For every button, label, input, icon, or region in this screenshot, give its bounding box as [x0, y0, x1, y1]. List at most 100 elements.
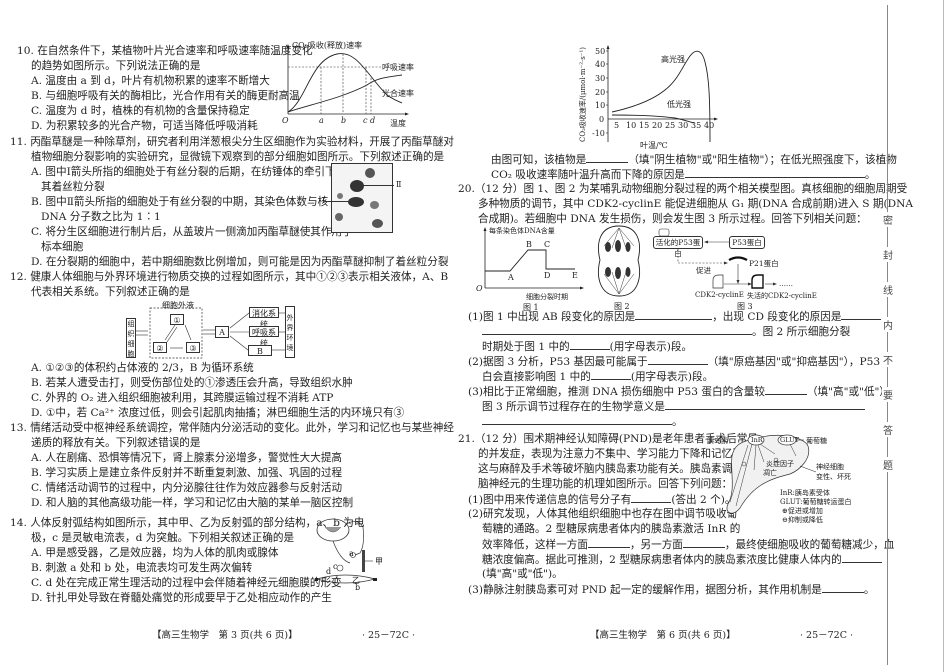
- q20-fig1-point-e: E: [572, 271, 578, 280]
- q13-option-a: A. 人在剧痛、恐惧等情况下，肾上腺素分泌增多，警觉性大大提高: [31, 452, 343, 464]
- seal-char: 封: [882, 247, 894, 262]
- q19-xtick-40: 40: [704, 121, 715, 130]
- q10-chart-origin: O: [282, 116, 289, 125]
- q19-text-a: 由图可知，该植物是: [491, 154, 587, 166]
- answer-blank[interactable]: [841, 553, 882, 563]
- q19-xtick-25: 25: [665, 121, 676, 130]
- q20-s1-text-a: (1)图 1 中出现 AB 段变化的原因是: [468, 311, 636, 323]
- answer-blank[interactable]: [482, 325, 752, 335]
- q19-xtick-20: 20: [652, 121, 663, 130]
- q20-s2-text-c: 白会直接影响图 1 中的: [482, 371, 591, 383]
- answer-blank[interactable]: [764, 385, 807, 395]
- q19-text-b: （填"阴生植物"或"阳生植物"）；在低光照强度下，该植物: [628, 154, 897, 166]
- q20-fig1-point-b: B: [526, 240, 532, 249]
- q21-insulin-label: 胰岛素: [707, 437, 728, 445]
- q12-stem: 12. 健康人体细胞与外界环境进行物质交换的过程如图所示，其中①②③表示相关液体…: [10, 271, 449, 283]
- answer-blank[interactable]: [821, 583, 864, 593]
- q11-option-b-cont: DNA 分子数之比为 1∶1: [41, 211, 161, 223]
- q20-figure-2-cell-division: 图 2: [594, 224, 644, 311]
- q20-s1-text-b: ，出现 CD 段变化的原因是: [712, 311, 842, 323]
- right-page-footer-code: · 25－72C ·: [800, 630, 854, 641]
- q20-s3-text-b: （填"高"或"低"）。: [806, 386, 896, 398]
- q14-option-b: B. 刺激 a 处和 b 处，电流表均可发生两次偏转: [31, 562, 253, 574]
- answer-blank[interactable]: [482, 415, 672, 425]
- q20-fig3-caption: 图 3: [737, 302, 753, 311]
- q20-sub3-line2: 图 3 所示调节过程存在的生物学意义是: [482, 400, 865, 414]
- q12-fluid-3: ③: [186, 342, 200, 353]
- q20-s2-text-b: （填"原癌基因"或"抑癌基因"），P53 蛋: [707, 356, 895, 368]
- q21-degeneration-label: 变性、坏死: [816, 473, 851, 481]
- q14-label-yi: 乙: [352, 576, 360, 585]
- q10-curve-respiration-label: 呼吸速率: [382, 63, 414, 72]
- q11-label-i: Ⅰ: [322, 196, 326, 205]
- q19-question-line1: 由图可知，该植物是 （填"阴生植物"或"阳生植物"）；在低光照强度下，该植物: [491, 153, 897, 167]
- q21-s2-text-f: 糖浓度偏高。据此可推测，2 型糖尿病患者体内的胰岛素浓度比健康人体内的: [482, 554, 842, 566]
- q12-option-d: D. ①中，若 Ca²⁺ 浓度过低，则会引起肌肉抽搐；淋巴细胞生活的内环境只有③: [31, 407, 405, 419]
- q10-stem-cont: 的趋势如图所示。下列说法正确的是: [31, 60, 201, 72]
- q21-sub2-line3: 效率降低，这样一方面，另一方面，最终使细胞吸收的葡萄糖减少，血: [482, 538, 894, 552]
- q20-fig1-ylabel: 每条染色体DNA含量: [489, 227, 555, 235]
- q20-s3-text-d: 。: [672, 416, 683, 428]
- q19-question-line2: CO₂ 吸收速率随叶温升高而下降的原因是 。: [491, 168, 876, 182]
- q19-chart-xlabel: 叶温/℃: [640, 141, 668, 150]
- q10-tick-b: b: [341, 116, 347, 125]
- q21-sub2-line4: 糖浓度偏高。据此可推测，2 型糖尿病患者体内的胰岛素浓度比健康人体内的: [482, 553, 882, 567]
- answer-blank[interactable]: [664, 400, 865, 410]
- q21-insulin-neuron-diagram: 胰岛素 InR GLUT 葡萄糖 炎症因子 凋亡 神经细胞 变性、坏死 InR:…: [707, 430, 880, 524]
- q21-s2-text-e: ，最终使细胞吸收的葡萄糖减少，血: [724, 539, 895, 551]
- q20-fig1-caption: 图 1: [523, 303, 539, 312]
- q13-stem: 13. 情绪活动受中枢神经系统调控，常伴随内分泌活动的变化。此外，学习和记忆也与…: [10, 422, 454, 434]
- q21-stem-cont3: 脑神经元的生理功能的机理如图所示。回答下列问题：: [478, 478, 733, 490]
- q21-inflammation-label: 炎症因子: [766, 460, 794, 468]
- answer-blank[interactable]: [590, 370, 631, 380]
- q20-fig1-origin: O: [476, 284, 483, 293]
- answer-blank[interactable]: [635, 310, 713, 320]
- seal-char: 不: [882, 352, 894, 367]
- q19-text-d: 。: [864, 169, 876, 181]
- q19-text-c: CO₂ 吸收速率随叶温升高而下降的原因是: [491, 169, 685, 181]
- q20-sub3-line1: (3)相比于正常细胞，推测 DNA 损伤细胞中 P53 蛋白的含量较 （填"高"或…: [468, 385, 895, 399]
- q21-apoptosis-label: 凋亡: [763, 469, 777, 477]
- q12-stem-cont: 代表相关系统。下列叙述正确的是: [31, 286, 190, 298]
- seal-char: 线: [882, 282, 894, 297]
- q20-sub2-line1: (2)据图 3 分析，P53 基因最可能属于（填"原癌基因"或"抑癌基因"），P…: [468, 355, 894, 369]
- q21-inr-label: InR: [751, 436, 763, 444]
- q21-sub2-line5: (填"高"或"低")。: [482, 568, 563, 580]
- q13-stem-cont: 递质的释放有关。下列叙述错误的是: [31, 437, 201, 449]
- q19-co2-leaf-temperature-chart: 50 40 30 20 10 0 -10 5 10 15 20 25 30 35…: [570, 42, 730, 152]
- answer-blank[interactable]: [684, 168, 865, 178]
- seal-char: 密: [882, 212, 894, 227]
- q20-sub1-line3: 时期处于图 1 中的(用字母表示)段。: [482, 340, 692, 354]
- q12-system-a: A: [215, 326, 229, 338]
- q20-s1-text-d: 时期处于图 1 中的: [482, 341, 570, 353]
- answer-blank[interactable]: [586, 153, 629, 163]
- q12-option-b: B. 若某人遭受击打，则受伤部位处的①渗透压会升高，导致组织水肿: [31, 377, 353, 389]
- binding-margin: 密 封 线 内 不 要 答 题: [882, 0, 894, 672]
- q19-low-light-label: 低光强: [667, 100, 691, 109]
- q21-legend-glut: GLUT:葡萄糖转运蛋白: [780, 498, 852, 506]
- q20-stem-cont2: 合成期)。若细胞中 DNA 发生损伤，则会发生图 3 所示过程。回答下列相关问题…: [478, 213, 867, 225]
- answer-blank[interactable]: [647, 355, 708, 365]
- answer-blank[interactable]: [587, 538, 630, 548]
- q12-tissue-cell-box: 组织细胞: [126, 318, 136, 358]
- q21-s2-text-c: 效率降低，这样一方面: [482, 539, 588, 551]
- q20-stem: 20.（12 分）图 1、图 2 为某哺乳动物细胞分裂过程的两个相关模型图。真核…: [458, 183, 908, 195]
- answer-blank[interactable]: [569, 340, 610, 350]
- answer-blank[interactable]: [631, 493, 672, 503]
- q19-xtick-35: 35: [691, 121, 702, 130]
- q20-s2-text-d: (用字母表示)段。: [630, 371, 714, 383]
- q10-option-d: D. 为积累较多的光合产物，可适当降低呼吸消耗: [31, 120, 258, 132]
- q20-fig1-point-c: C: [544, 240, 551, 249]
- q21-stem: 21.（12 分）围术期神经认知障碍(PND)是老年患者手术后常见: [458, 433, 758, 445]
- q21-s3-text-a: (3)静脉注射胰岛素可对 PND 起一定的缓解作用，据图分析，其作用机制是: [468, 584, 822, 596]
- q20-s3-text-a: (3)相比于正常细胞，推测 DNA 损伤细胞中 P53 蛋白的含量较: [468, 386, 765, 398]
- q11-option-b: B. 图中Ⅱ箭头所指的细胞处于有丝分裂的中期，其染色体数与核: [31, 196, 329, 208]
- q21-s3-text-b: 。: [863, 584, 875, 596]
- q19-ytick-10: 10: [595, 101, 606, 110]
- q12-exchange-diagram: 组织细胞 细胞外液 ① ② ③ A 消化系统 呼吸系统 B 外界环境: [120, 300, 305, 360]
- q20-promote-label: 促进: [696, 266, 711, 275]
- answer-blank[interactable]: [841, 310, 882, 320]
- q20-p53-box: P53蛋白: [729, 236, 765, 249]
- answer-blank[interactable]: [682, 538, 725, 548]
- q12-respiratory-system: 呼吸系统: [249, 326, 279, 348]
